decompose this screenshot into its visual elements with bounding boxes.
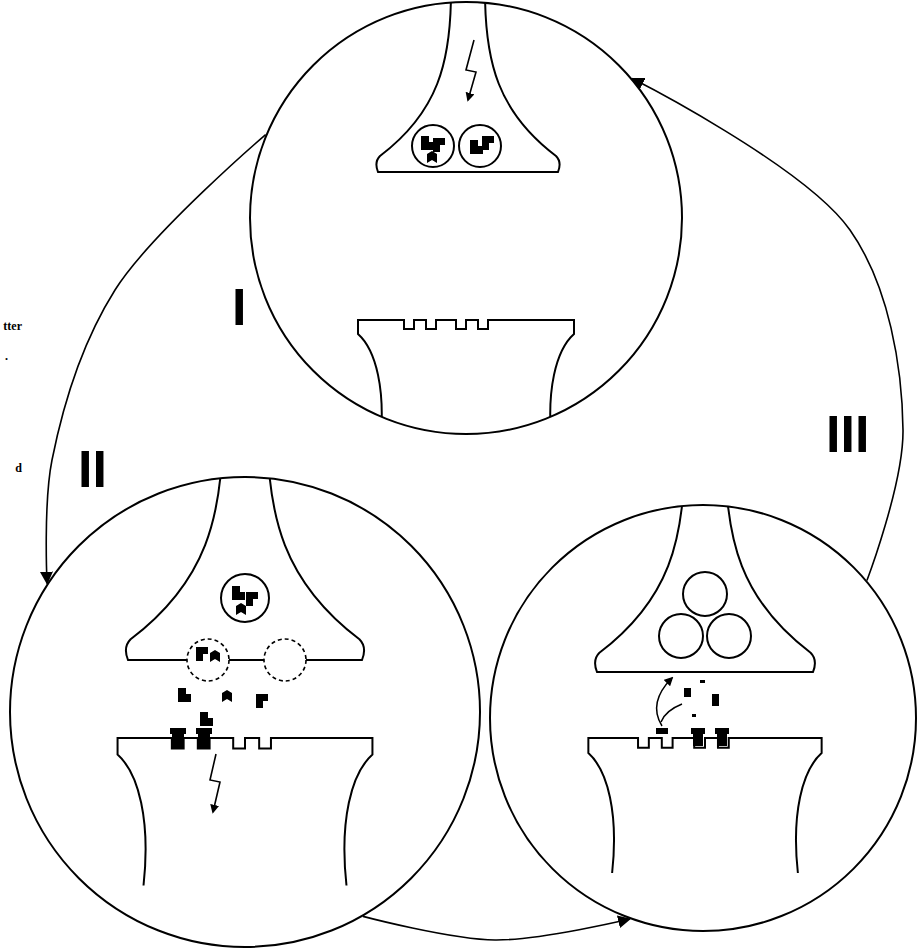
transmitter-molecule: [222, 690, 232, 702]
transmitter-molecule: [196, 647, 208, 661]
transmitter-molecule: [470, 140, 483, 154]
transmitter-molecule: [246, 592, 258, 606]
cycle-arrow: [363, 916, 630, 940]
molecule-fragment: [684, 688, 691, 697]
reuptake-arrow: [657, 678, 672, 726]
stage-numeral: I: [232, 281, 246, 333]
reuptake-arrow: [661, 704, 682, 722]
circle-outline: [249, 1, 683, 435]
stage-numeral: III: [826, 408, 869, 460]
circle-outline: [9, 476, 481, 948]
transmitter-molecule: [178, 688, 191, 702]
transmitter-molecule: [232, 586, 245, 600]
bound-molecule: [170, 728, 186, 748]
bound-molecule: [691, 728, 705, 746]
label-slot: tter: [0, 320, 22, 333]
clipped-label: tter: [0, 320, 22, 333]
presynaptic-terminal: [595, 456, 815, 672]
resting-synapse: [358, 0, 574, 445]
postsynaptic-membrane: [358, 320, 574, 445]
recovering-synapse: [588, 456, 821, 873]
presynaptic-terminal: [376, 0, 559, 172]
clipped-label: d: [0, 462, 22, 475]
transmitter-molecule: [482, 136, 494, 150]
fusing-vesicle: [187, 639, 229, 681]
label-slot: .: [0, 350, 8, 363]
molecule-fragment: [700, 680, 705, 683]
molecule-fragment: [712, 694, 719, 706]
circle-outline: [10, 477, 480, 947]
stage-circle: III: [489, 504, 917, 932]
circle-outline: [489, 504, 917, 932]
transmitter-molecule: [200, 712, 213, 726]
stage-circle: II: [9, 476, 481, 948]
empty-vesicle: [707, 614, 751, 658]
empty-vesicle: [683, 572, 727, 616]
transmitter-molecule: [210, 650, 220, 662]
empty-vesicle: [659, 614, 703, 658]
circle-outline: [490, 505, 916, 931]
transmitter-molecule: [433, 138, 445, 152]
bound-molecule: [196, 728, 212, 748]
cycle-arrow: [46, 135, 265, 584]
empty-vesicle: [264, 639, 306, 681]
response-arrow: [210, 754, 220, 812]
vesicle: [412, 125, 454, 167]
stage-numeral: II: [78, 443, 107, 495]
transmitter-molecule: [256, 694, 268, 708]
impulse-arrow: [466, 40, 476, 100]
transmitter-molecule: [421, 136, 434, 150]
molecule-fragment: [692, 714, 696, 717]
stage-circle: I: [249, 1, 683, 435]
transmitter-molecule: [236, 603, 246, 615]
postsynaptic-membrane: [118, 738, 373, 886]
clipped-label: .: [0, 350, 8, 363]
circle-outline: [250, 2, 682, 434]
vesicle: [221, 574, 269, 622]
vesicle: [459, 125, 501, 167]
molecule-fragment: [656, 728, 668, 734]
label-slot: d: [0, 462, 22, 475]
transmitter-molecule: [427, 151, 437, 163]
bound-molecule: [715, 728, 729, 746]
postsynaptic-membrane: [588, 738, 821, 873]
presynaptic-terminal: [126, 426, 364, 660]
